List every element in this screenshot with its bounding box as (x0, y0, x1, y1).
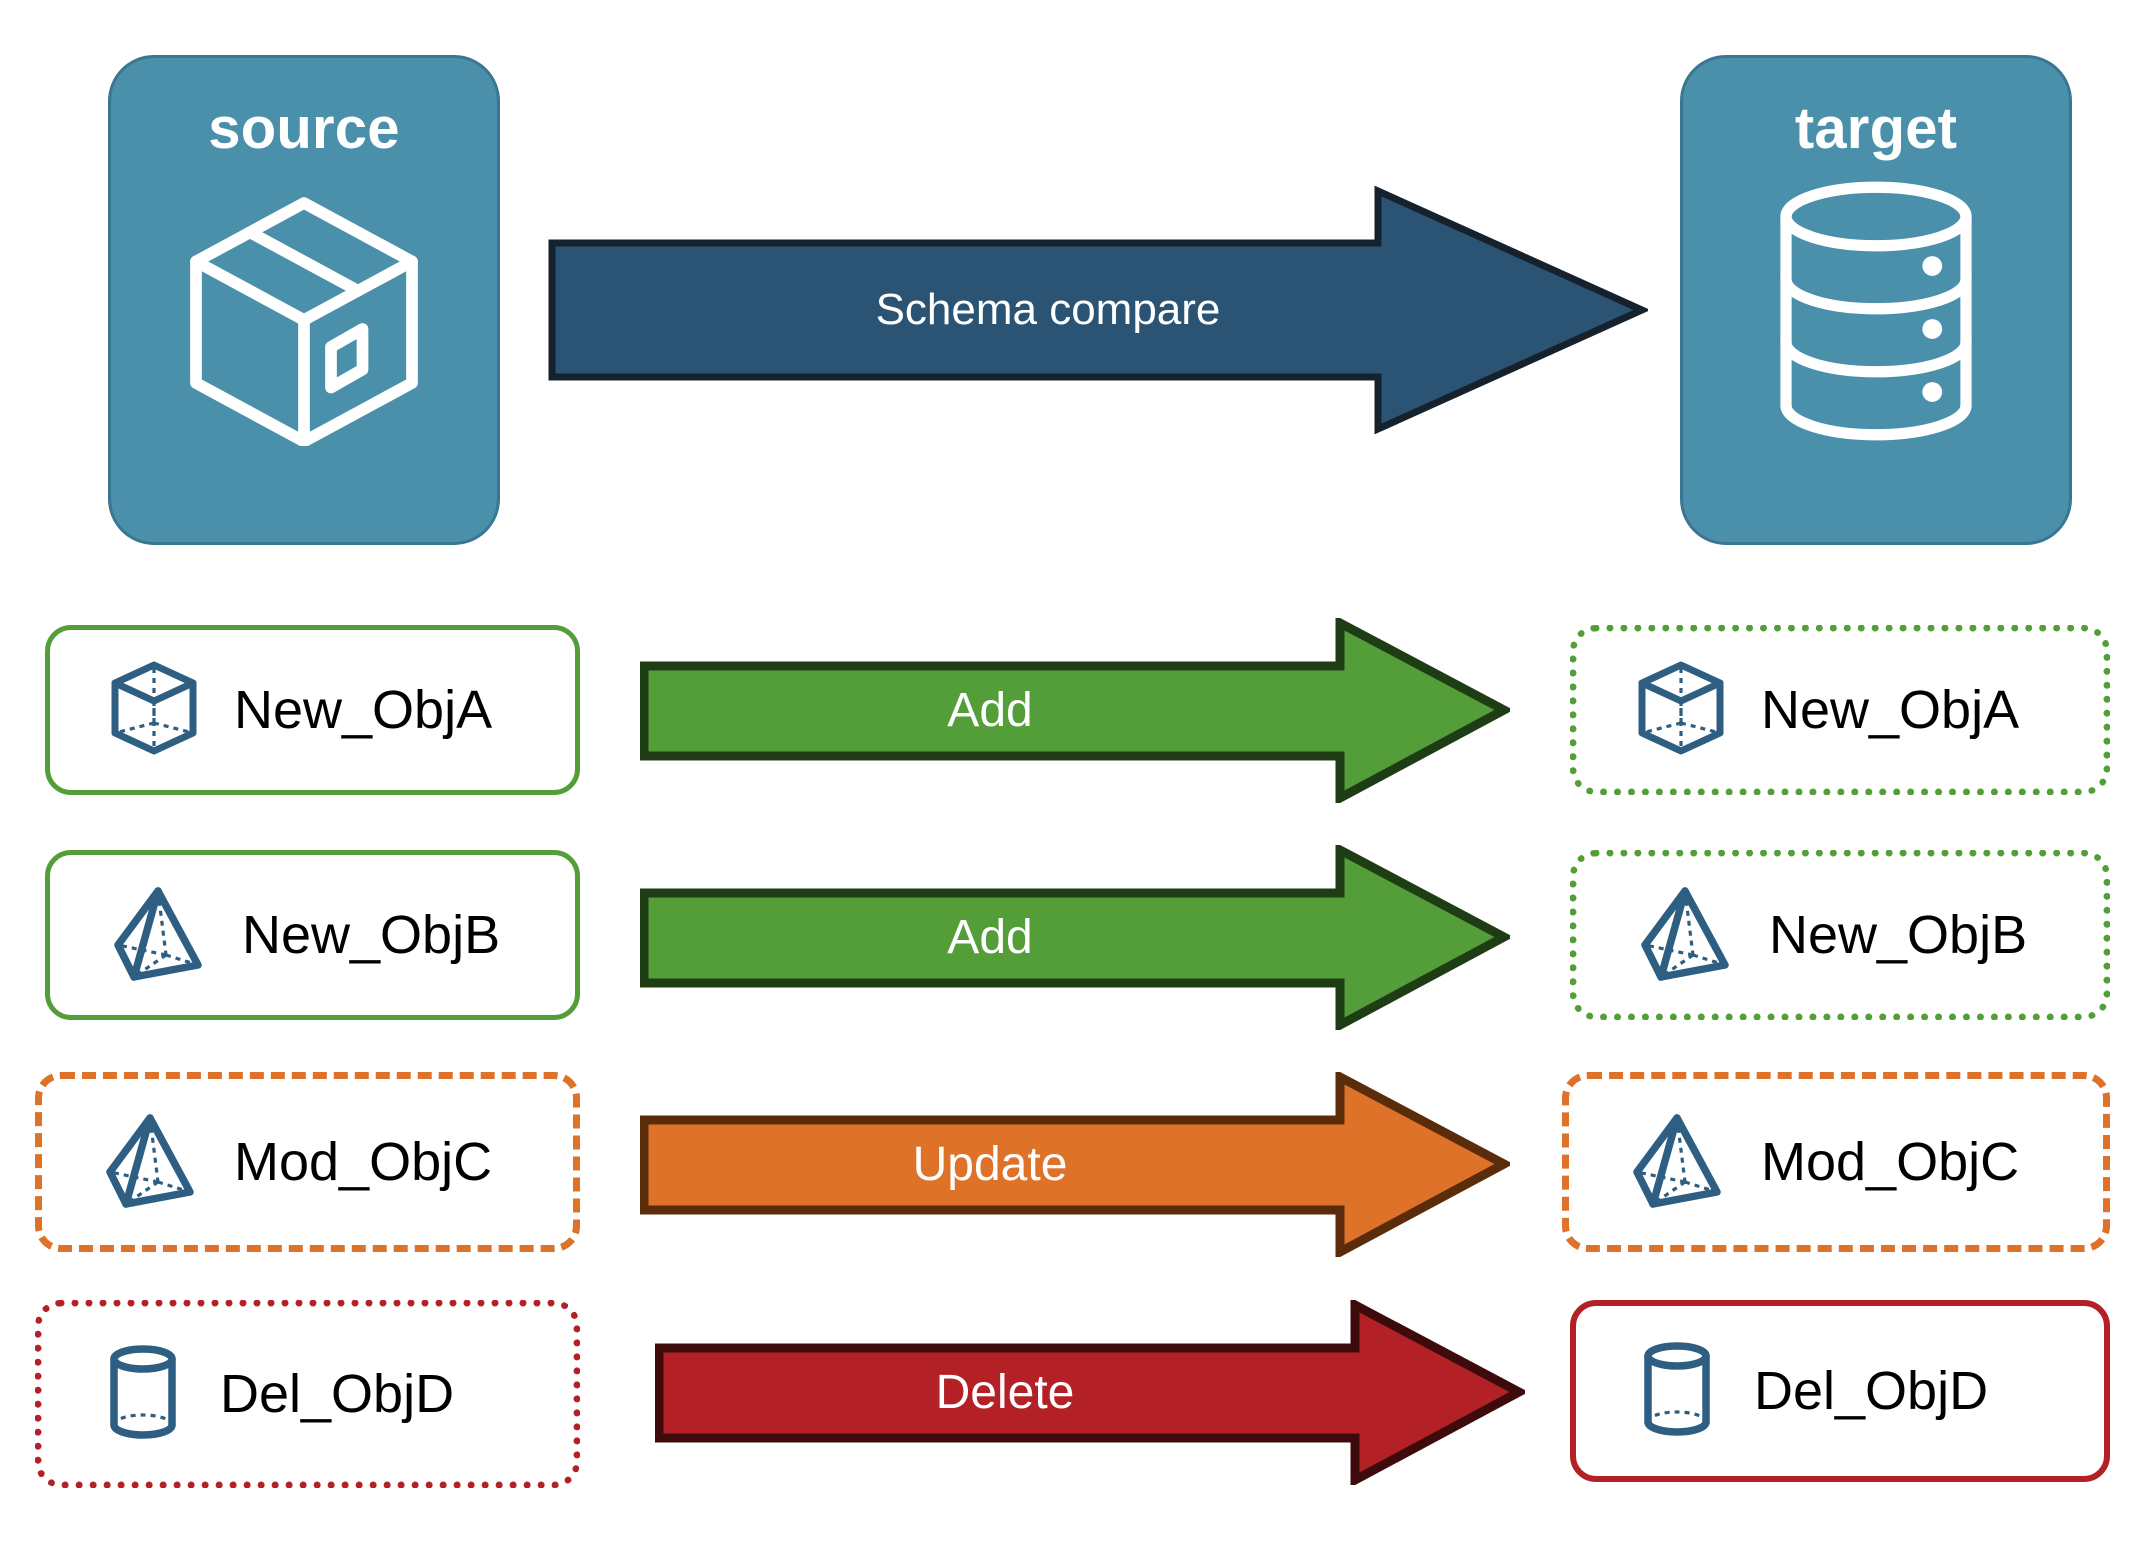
wireframe-cylinder-icon (100, 1342, 186, 1447)
source-title: source (208, 96, 400, 161)
wireframe-pyramid-icon (1635, 883, 1735, 988)
source-object-box-0[interactable]: New_ObjA (45, 625, 580, 795)
action-arrow-add-1: Add (639, 842, 1514, 1033)
action-arrow-update: Update (639, 1069, 1514, 1260)
wireframe-pyramid-icon (1627, 1110, 1727, 1215)
action-arrow-delete: Delete (654, 1297, 1529, 1488)
database-cylinder-icon (1751, 176, 2001, 451)
wireframe-cylinder-icon (1634, 1339, 1720, 1444)
action-arrow-add-0: Add (639, 615, 1514, 806)
source-object-label-0: New_ObjA (234, 680, 493, 740)
wireframe-cube-icon (1635, 659, 1727, 762)
target-object-label-1: New_ObjB (1769, 905, 2028, 965)
target-object-box-1[interactable]: New_ObjB (1570, 850, 2110, 1020)
target-object-box-3[interactable]: Del_ObjD (1570, 1300, 2110, 1482)
wireframe-pyramid-icon (100, 1110, 200, 1215)
wireframe-cube-icon (108, 659, 200, 762)
source-endpoint-card: source (108, 55, 500, 545)
schema-compare-arrow: Schema compare (548, 185, 1651, 435)
package-cube-icon (169, 176, 439, 451)
source-object-box-1[interactable]: New_ObjB (45, 850, 580, 1020)
target-endpoint-card: target (1680, 55, 2072, 545)
target-object-label-2: Mod_ObjC (1761, 1132, 2020, 1192)
source-object-label-3: Del_ObjD (220, 1364, 455, 1424)
source-object-label-2: Mod_ObjC (234, 1132, 493, 1192)
target-object-label-0: New_ObjA (1761, 680, 2020, 740)
target-object-box-0[interactable]: New_ObjA (1570, 625, 2110, 795)
source-object-box-3[interactable]: Del_ObjD (35, 1300, 580, 1488)
target-object-box-2[interactable]: Mod_ObjC (1562, 1072, 2110, 1252)
source-object-box-2[interactable]: Mod_ObjC (35, 1072, 580, 1252)
target-title: target (1794, 96, 1958, 161)
target-object-label-3: Del_ObjD (1754, 1361, 1989, 1421)
wireframe-pyramid-icon (108, 883, 208, 988)
source-object-label-1: New_ObjB (242, 905, 501, 965)
